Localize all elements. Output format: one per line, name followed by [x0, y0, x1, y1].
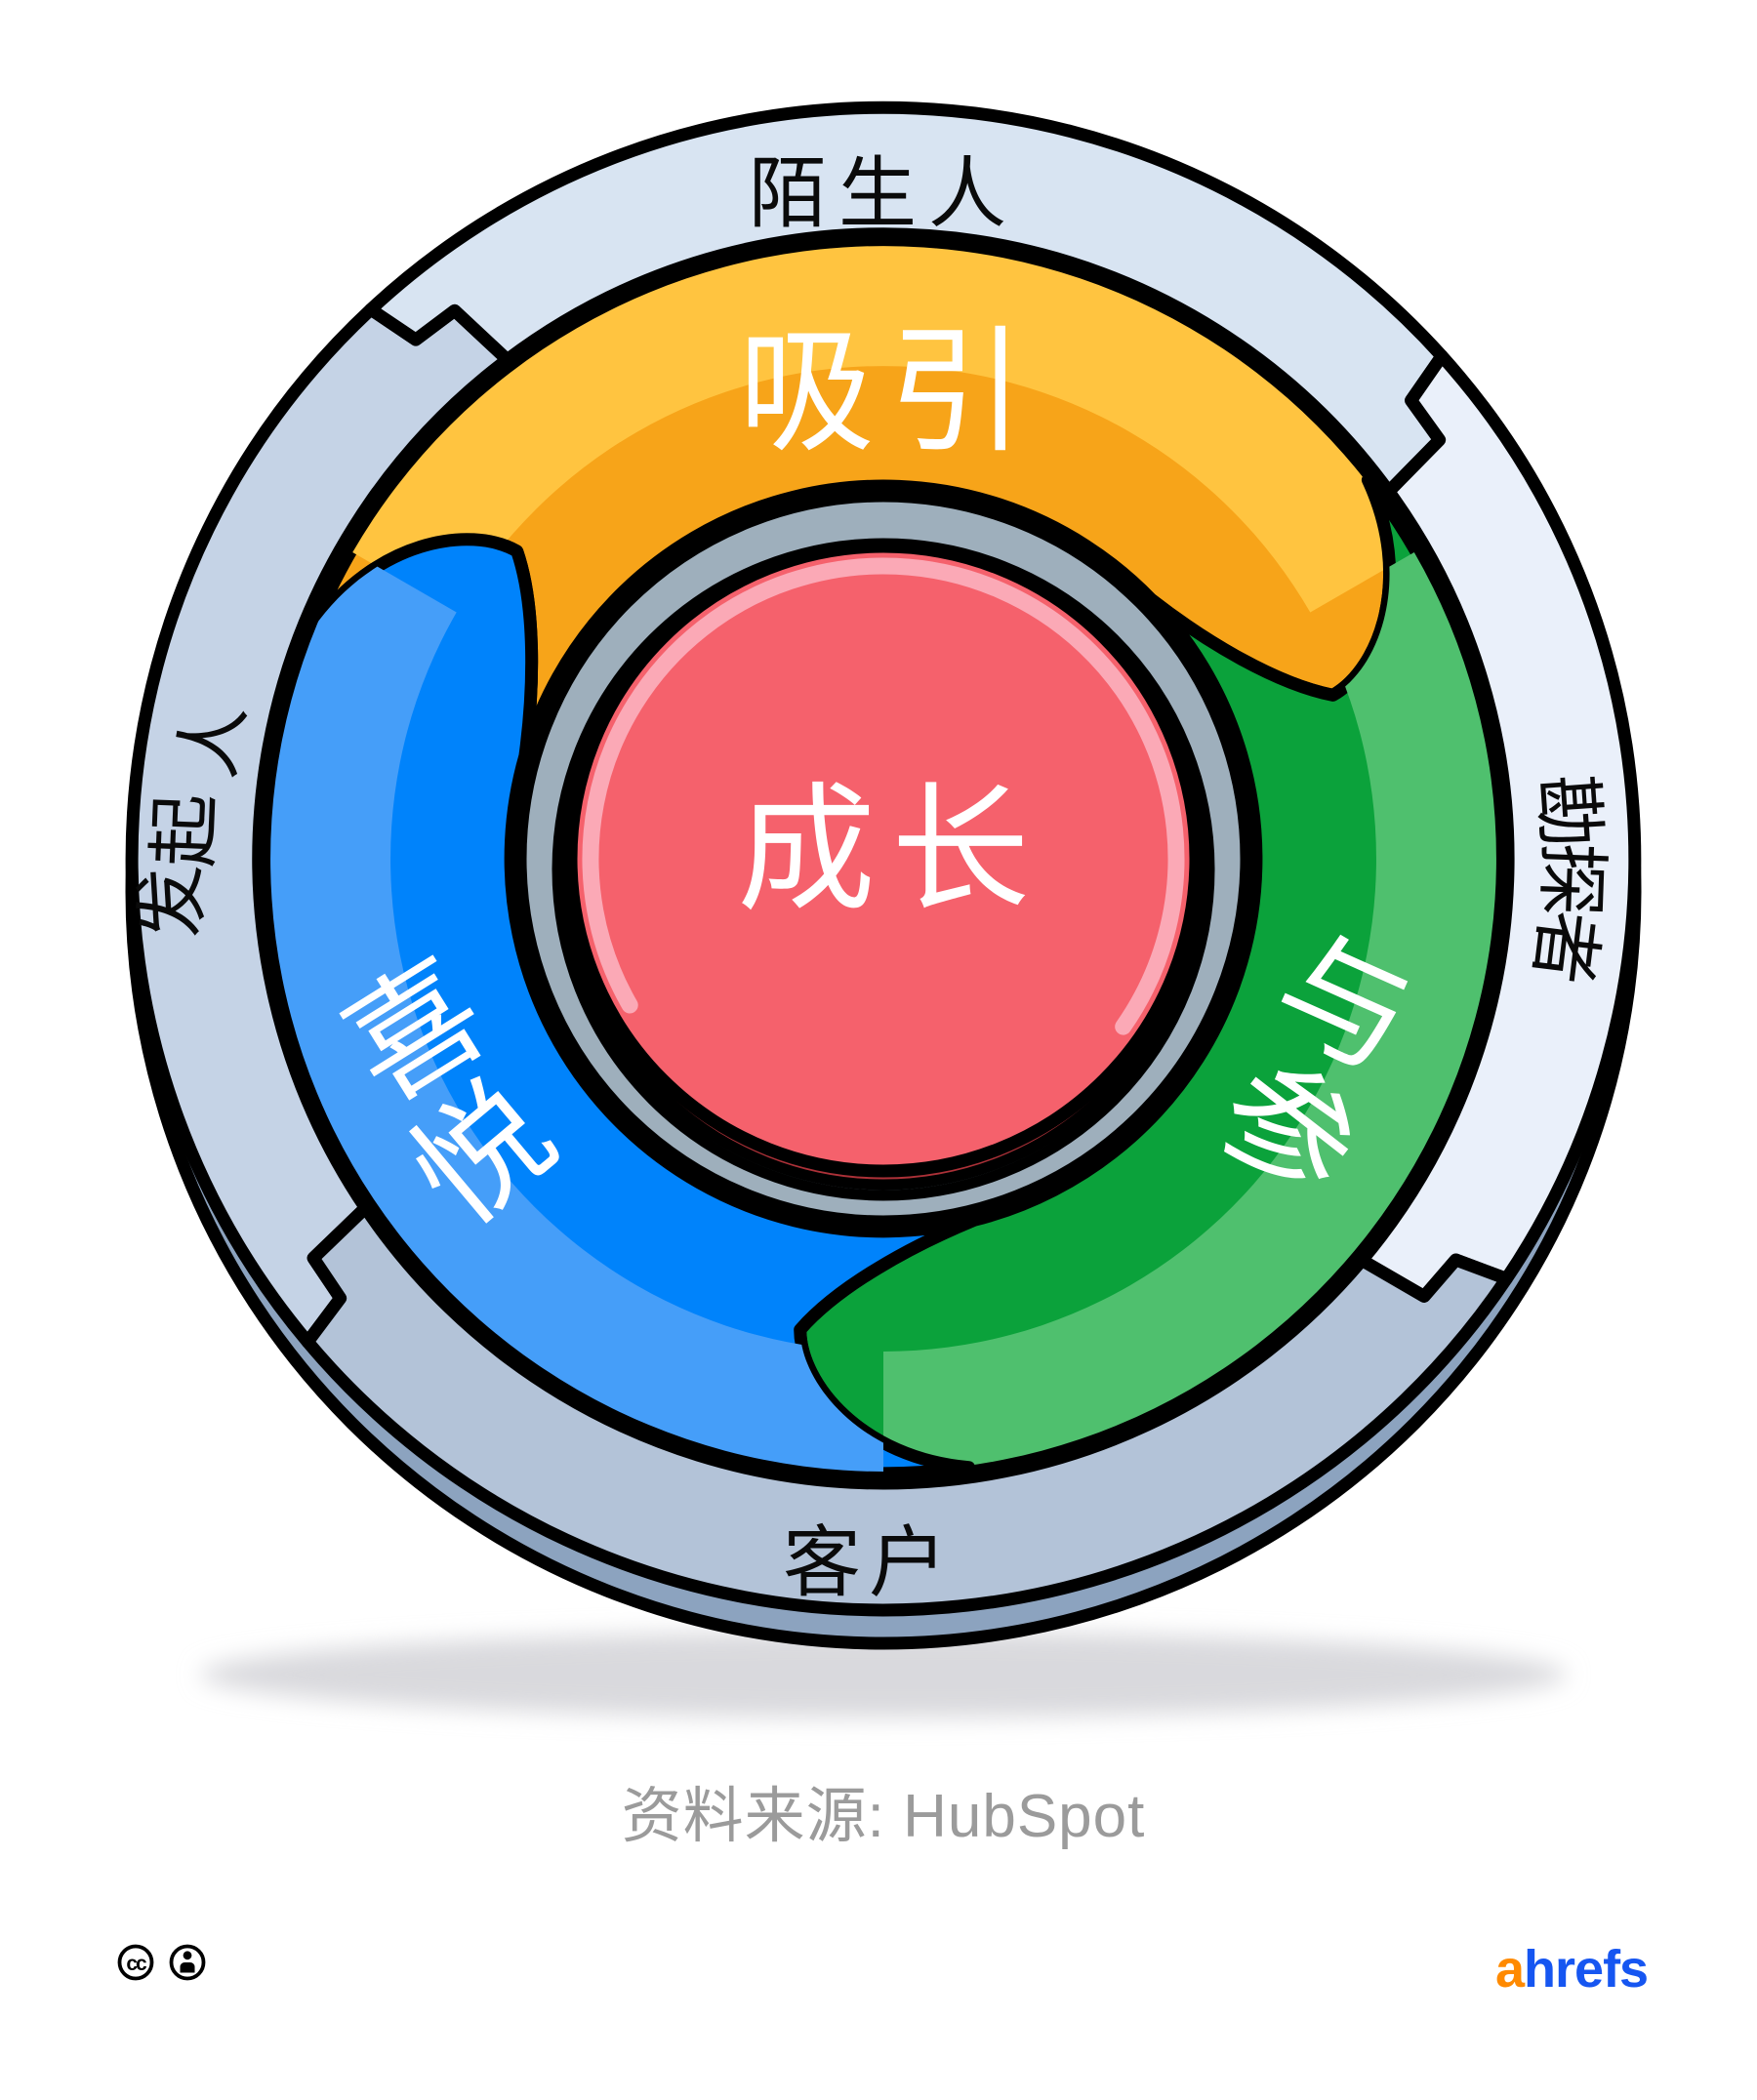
svg-text:cc: cc: [126, 1953, 147, 1975]
cc-icon: cc: [117, 1944, 154, 1981]
arrow-delight: [262, 533, 980, 1480]
hub: 成长: [513, 489, 1253, 1229]
label-promoters: 发 起 人: [129, 697, 259, 942]
label-grow: 成长: [737, 773, 1045, 928]
svg-text:人: 人: [165, 697, 259, 783]
label-customers: 客户: [783, 1519, 955, 1606]
ahrefs-logo-a: a: [1495, 1940, 1526, 1999]
disc-shadow: [200, 1632, 1567, 1717]
label-prospects: 勘 探 者: [1521, 772, 1614, 989]
label-strangers: 陌生人: [749, 150, 1018, 237]
source-text: 资料来源: HubSpot: [622, 1783, 1146, 1850]
cc-license: cc: [117, 1944, 206, 1981]
label-attract: 吸引: [738, 315, 1039, 468]
svg-text:勘: 勘: [1525, 772, 1612, 851]
svg-text:探: 探: [1530, 841, 1614, 917]
ahrefs-logo: ahrefs: [1495, 1940, 1648, 1999]
svg-text:起: 起: [143, 792, 227, 868]
ahrefs-logo-hrefs: hrefs: [1524, 1940, 1648, 1999]
attribution-icon: [169, 1944, 206, 1981]
svg-text:者: 者: [1521, 907, 1612, 989]
segment-customers: [301, 1201, 1513, 1617]
center-button-rim-highlight: [582, 557, 1185, 1035]
svg-text:发: 发: [129, 864, 215, 942]
center-button: [564, 540, 1203, 1178]
